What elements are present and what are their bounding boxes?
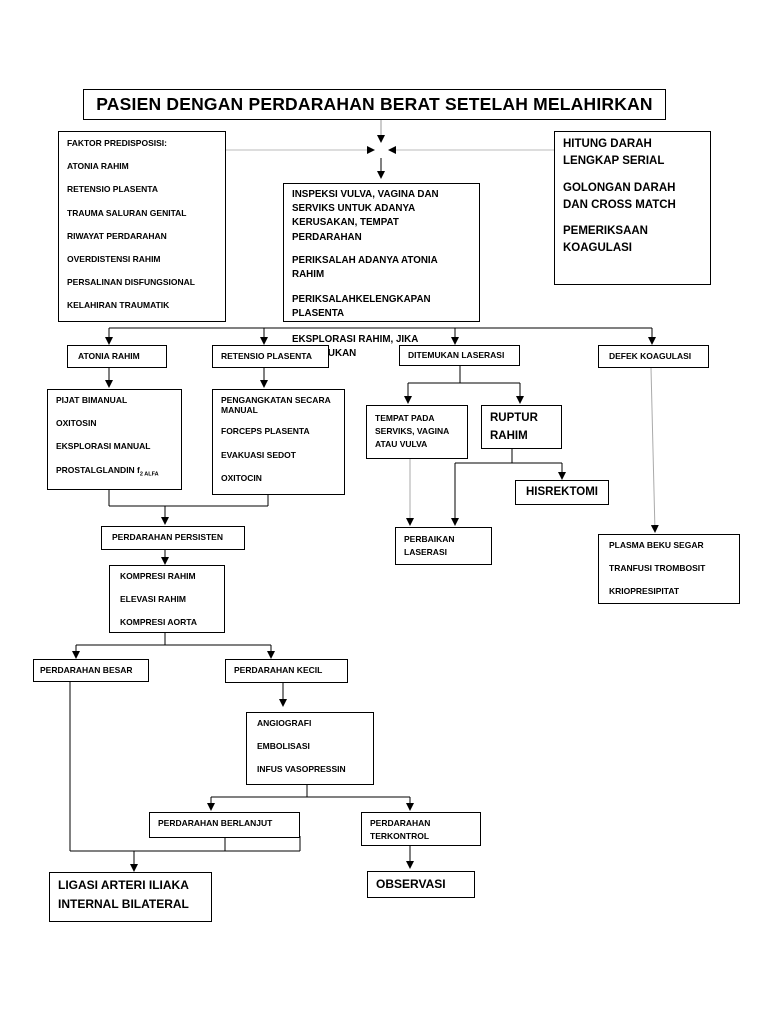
branch-retensio-label: RETENSIO PLASENTA bbox=[221, 351, 312, 361]
ligation-label: LIGASI ARTERI ILIAKA INTERNAL BILATERAL bbox=[58, 878, 189, 912]
atonia-action: OXITOSIN bbox=[56, 418, 97, 429]
light-bleeding-box: PERDARAHAN KECIL bbox=[225, 659, 348, 683]
branch-retensio: RETENSIO PLASENTA bbox=[212, 345, 329, 368]
retensio-actions-box: PENGANGKATAN SECARA MANUAL FORCEPS PLASE… bbox=[212, 389, 345, 495]
inspection-item: INSPEKSI VULVA, VAGINA DAN SERVIKS UNTUK… bbox=[292, 189, 439, 243]
hysterectomy-box: HISREKTOMI bbox=[515, 480, 609, 505]
repair-label: PERBAIKAN LASERASI bbox=[404, 534, 455, 557]
observation-label: OBSERVASI bbox=[376, 877, 446, 891]
angio-item: ANGIOGRAFI bbox=[257, 718, 312, 728]
predisposition-item: ATONIA RAHIM bbox=[67, 161, 129, 172]
continued-box: PERDARAHAN BERLANJUT bbox=[149, 812, 300, 838]
branch-atonia-label: ATONIA RAHIM bbox=[78, 351, 140, 361]
inspection-box: INSPEKSI VULVA, VAGINA DAN SERVIKS UNTUK… bbox=[283, 183, 480, 359]
predisposition-item: KELAHIRAN TRAUMATIK bbox=[67, 300, 170, 311]
ligation-box: LIGASI ARTERI ILIAKA INTERNAL BILATERAL bbox=[49, 872, 212, 922]
page-title: PASIEN DENGAN PERDARAHAN BERAT SETELAH M… bbox=[96, 94, 653, 114]
predisposition-item: RIWAYAT PERDARAHAN bbox=[67, 230, 167, 241]
lab-box: HITUNG DARAH LENGKAP SERIAL GOLONGAN DAR… bbox=[554, 131, 711, 285]
compression-item: KOMPRESI AORTA bbox=[120, 617, 197, 628]
retensio-action: PENGANGKATAN SECARA MANUAL bbox=[221, 395, 331, 416]
atonia-action: PIJAT BIMANUAL bbox=[56, 395, 128, 405]
retensio-action: OXITOCIN bbox=[221, 472, 262, 483]
inspection-item: PERIKSALAH ADANYA ATONIA RAHIM bbox=[292, 254, 438, 281]
angio-item: EMBOLISASI bbox=[257, 741, 310, 752]
coag-action: TRANFUSI TROMBOSIT bbox=[609, 563, 706, 574]
coag-action: PLASMA BEKU SEGAR bbox=[609, 540, 704, 550]
predisposition-heading: FAKTOR PREDISPOSISI: bbox=[67, 138, 167, 148]
angio-box: ANGIOGRAFI EMBOLISASI INFUS VASOPRESSIN bbox=[246, 712, 374, 785]
lab-item: HITUNG DARAH LENGKAP SERIAL bbox=[563, 138, 665, 168]
compression-item: KOMPRESI RAHIM bbox=[120, 571, 196, 581]
continued-label: PERDARAHAN BERLANJUT bbox=[158, 818, 273, 828]
compression-box: KOMPRESI RAHIM ELEVASI RAHIM KOMPRESI AO… bbox=[109, 565, 225, 633]
laceration-site-box: TEMPAT PADA SERVIKS, VAGINA ATAU VULVA bbox=[366, 405, 468, 459]
atonia-action: EKSPLORASI MANUAL bbox=[56, 441, 151, 452]
predisposition-item: RETENSIO PLASENTA bbox=[67, 184, 158, 195]
repair-box: PERBAIKAN LASERASI bbox=[395, 527, 492, 565]
hysterectomy-label: HISREKTOMI bbox=[526, 486, 598, 498]
inspection-item: PERIKSALAHKELENGKAPAN PLASENTA bbox=[292, 294, 431, 320]
compression-item: ELEVASI RAHIM bbox=[120, 594, 186, 605]
branch-laserasi-label: DITEMUKAN LASERASI bbox=[408, 350, 505, 360]
controlled-label: PERDARAHAN TERKONTROL bbox=[370, 818, 431, 841]
laceration-site-label: TEMPAT PADA SERVIKS, VAGINA ATAU VULVA bbox=[375, 413, 449, 450]
branch-atonia: ATONIA RAHIM bbox=[67, 345, 167, 368]
heavy-bleeding-box: PERDARAHAN BESAR bbox=[33, 659, 149, 682]
predisposition-item: TRAUMA SALURAN GENITAL bbox=[67, 207, 187, 218]
retensio-action: FORCEPS PLASENTA bbox=[221, 426, 310, 437]
persistent-label: PERDARAHAN PERSISTEN bbox=[112, 532, 223, 542]
retensio-action: EVAKUASI SEDOT bbox=[221, 449, 296, 460]
prostaglandin-subscript: 2 ALFA bbox=[139, 471, 159, 478]
controlled-box: PERDARAHAN TERKONTROL bbox=[361, 812, 481, 846]
prostaglandin-label: PROSTALGLANDIN f bbox=[56, 464, 140, 475]
atonia-actions-box: PIJAT BIMANUAL OXITOSIN EKSPLORASI MANUA… bbox=[47, 389, 182, 490]
lab-item: GOLONGAN DARAH DAN CROSS MATCH bbox=[563, 181, 676, 211]
atonia-action: PROSTALGLANDIN f2 ALFA bbox=[56, 465, 173, 478]
coag-action: KRIOPRESIPITAT bbox=[609, 586, 680, 597]
persistent-box: PERDARAHAN PERSISTEN bbox=[101, 526, 245, 550]
coag-actions-box: PLASMA BEKU SEGAR TRANFUSI TROMBOSIT KRI… bbox=[598, 534, 740, 604]
predisposition-box: FAKTOR PREDISPOSISI: ATONIA RAHIM RETENS… bbox=[58, 131, 226, 322]
rupture-box: RUPTUR RAHIM bbox=[481, 405, 562, 449]
observation-box: OBSERVASI bbox=[367, 871, 475, 898]
title-box: PASIEN DENGAN PERDARAHAN BERAT SETELAH M… bbox=[83, 89, 666, 120]
branch-laserasi: DITEMUKAN LASERASI bbox=[399, 345, 520, 366]
branch-koagulasi: DEFEK KOAGULASI bbox=[598, 345, 709, 368]
predisposition-item: PERSALINAN DISFUNGSIONAL bbox=[67, 277, 195, 288]
angio-item: INFUS VASOPRESSIN bbox=[257, 764, 346, 775]
rupture-label: RUPTUR RAHIM bbox=[490, 412, 538, 443]
light-bleeding-label: PERDARAHAN KECIL bbox=[234, 665, 323, 675]
predisposition-item: OVERDISTENSI RAHIM bbox=[67, 253, 161, 264]
branch-koagulasi-label: DEFEK KOAGULASI bbox=[609, 351, 692, 361]
lab-item: PEMERIKSAAN KOAGULASI bbox=[563, 225, 648, 255]
heavy-bleeding-label: PERDARAHAN BESAR bbox=[40, 665, 133, 675]
